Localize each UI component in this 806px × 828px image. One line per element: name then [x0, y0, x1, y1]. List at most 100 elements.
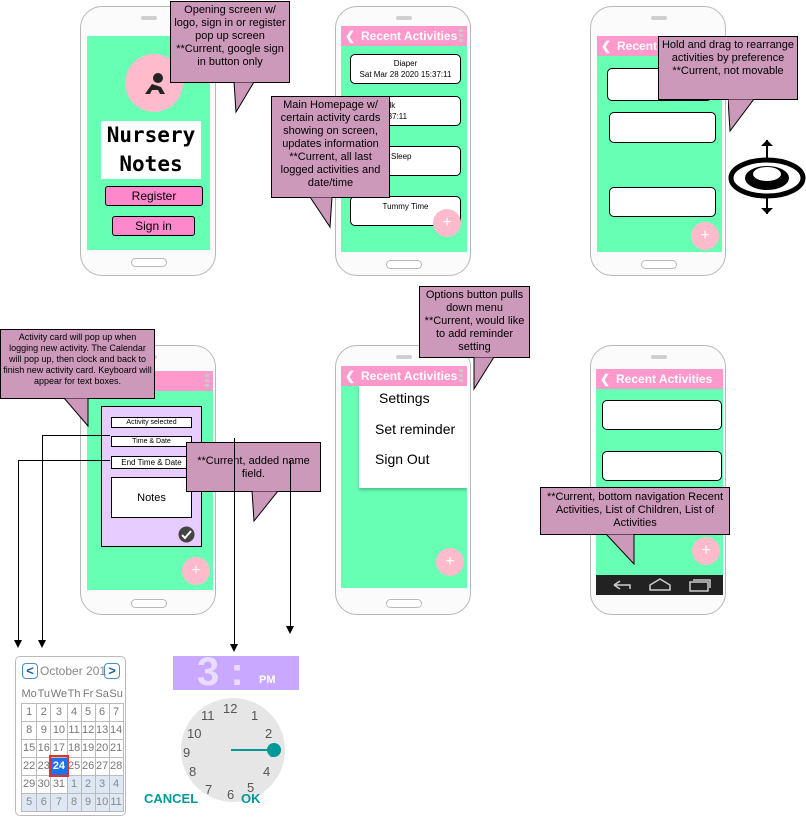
activity-card[interactable] [602, 400, 722, 430]
clock-number[interactable]: 11 [201, 708, 215, 723]
calendar-day[interactable]: 15 [20, 738, 38, 758]
calendar-day[interactable]: 23 [36, 756, 52, 776]
calendar-day[interactable]: 6 [94, 702, 110, 722]
calendar-day[interactable]: 31 [50, 774, 68, 794]
calendar-day-next-month[interactable]: 8 [66, 792, 82, 812]
calendar-day[interactable]: 5 [80, 702, 96, 722]
calendar-day[interactable]: 2 [36, 702, 52, 722]
clock-number[interactable]: 6 [227, 787, 235, 802]
add-activity-button[interactable]: + [182, 557, 210, 585]
calendar-day[interactable]: 19 [80, 738, 96, 758]
calendar-day-next-month[interactable]: 7 [50, 792, 68, 812]
calendar-day[interactable]: 28 [108, 756, 124, 776]
calendar-day-next-month[interactable]: 6 [36, 792, 52, 812]
prev-month-button[interactable]: < [22, 663, 38, 679]
clock-number[interactable]: 8 [189, 764, 197, 779]
next-month-button[interactable]: > [104, 663, 120, 679]
activity-card[interactable] [602, 451, 722, 481]
calendar-day[interactable]: 30 [36, 774, 52, 794]
clock-hand-knob[interactable] [267, 743, 281, 757]
calendar-day[interactable]: 11 [66, 720, 82, 740]
clock-number[interactable]: 12 [223, 701, 238, 716]
activity-card[interactable]: Diaper Sat Mar 28 2020 15:37:11 [350, 54, 461, 84]
options-menu-icon[interactable] [459, 29, 463, 42]
clock-number[interactable]: 2 [265, 726, 273, 741]
cancel-button[interactable]: CANCEL [144, 791, 199, 806]
calendar-day[interactable]: 9 [36, 720, 52, 740]
calendar-day[interactable]: 3 [50, 702, 68, 722]
connector-line [18, 460, 19, 640]
calendar-day[interactable]: 13 [94, 720, 110, 740]
recent-apps-icon[interactable] [688, 578, 712, 592]
options-menu-icon[interactable] [459, 369, 463, 382]
menu-item-set-reminder[interactable]: Set reminder [375, 421, 456, 437]
activity-card-title: Milk [381, 100, 460, 111]
calendar-day[interactable]: 7 [108, 702, 124, 722]
menu-item-sign-out[interactable]: Sign Out [375, 451, 430, 467]
calendar-day[interactable]: 27 [94, 756, 110, 776]
am-pm-indicator[interactable]: PM [259, 674, 276, 686]
calendar-day[interactable]: 14 [108, 720, 124, 740]
calendar-day[interactable]: 25 [66, 756, 82, 776]
add-activity-button[interactable]: + [433, 209, 461, 237]
calendar-day-next-month[interactable]: 4 [108, 774, 124, 794]
activity-selected-field[interactable]: Activity selected [111, 417, 192, 428]
calendar-day-next-month[interactable]: 10 [94, 792, 110, 812]
calendar-day-next-month[interactable]: 2 [80, 774, 96, 794]
calendar-day[interactable]: 12 [80, 720, 96, 740]
clock-number[interactable]: 4 [263, 764, 271, 779]
calendar-day[interactable]: 22 [20, 756, 38, 776]
calendar-day[interactable]: 18 [66, 738, 82, 758]
calendar-day[interactable]: 29 [20, 774, 38, 794]
menu-item-settings[interactable]: Settings [379, 390, 430, 406]
selected-time-display: 3 : 30 [197, 656, 244, 690]
add-activity-button[interactable]: + [692, 537, 720, 565]
phone-homepage: ❮ Recent Activities Diaper Sat Mar 28 20… [335, 6, 471, 276]
calendar-day[interactable]: 8 [20, 720, 38, 740]
activity-card[interactable] [609, 187, 716, 217]
register-button[interactable]: Register [105, 186, 203, 206]
calendar-day-selected[interactable]: 24 [48, 755, 70, 777]
back-arrow-icon[interactable] [610, 579, 634, 591]
back-chevron-icon[interactable]: ❮ [601, 39, 612, 53]
calendar-day-next-month[interactable]: 1 [66, 774, 82, 794]
notes-field[interactable]: Notes [111, 477, 192, 518]
clock-number[interactable]: 1 [251, 708, 259, 723]
opening-screen: Nursery Notes Register Sign in [87, 36, 210, 250]
calendar-day-next-month[interactable]: 3 [94, 774, 110, 794]
calendar-header: < October 201 > [20, 663, 121, 681]
calendar-day[interactable]: 1 [20, 702, 38, 722]
back-chevron-icon[interactable]: ❮ [600, 372, 611, 386]
calendar-grid: Mo Tu We Th Fr Sa Su 1 2 3 4 5 6 7 8 9 1… [20, 685, 124, 812]
clock-number[interactable]: 7 [205, 782, 213, 797]
calendar-day-next-month[interactable]: 5 [20, 792, 38, 812]
sign-in-button[interactable]: Sign in [112, 216, 195, 236]
calendar-day[interactable]: 10 [50, 720, 68, 740]
home-outline-icon[interactable] [648, 578, 672, 592]
speaker-slot [396, 355, 412, 359]
back-chevron-icon[interactable]: ❮ [345, 29, 356, 43]
speaker-slot [651, 16, 667, 20]
activity-card[interactable] [609, 112, 716, 143]
back-chevron-icon[interactable]: ❮ [345, 369, 356, 383]
calendar-day[interactable]: 20 [94, 738, 110, 758]
calendar-day[interactable]: 21 [108, 738, 124, 758]
time-date-field[interactable]: Time & Date [111, 436, 192, 447]
end-time-date-field[interactable]: End Time & Date [111, 456, 192, 469]
save-check-icon[interactable] [178, 526, 195, 543]
clock-number[interactable]: 9 [183, 745, 191, 760]
callout-pointer [605, 534, 635, 566]
calendar-day[interactable]: 17 [50, 738, 68, 758]
calendar-day[interactable]: 4 [66, 702, 82, 722]
calendar-day[interactable]: 26 [80, 756, 96, 776]
clock-number[interactable]: 5 [247, 780, 255, 795]
add-activity-button[interactable]: + [436, 548, 464, 576]
calendar-day-next-month[interactable]: 11 [108, 792, 124, 812]
calendar-day-next-month[interactable]: 9 [80, 792, 96, 812]
clock-face[interactable]: 12 1 2 3 4 5 6 7 8 9 10 11 [181, 698, 285, 802]
clock-number[interactable]: 10 [187, 726, 202, 741]
calendar-day[interactable]: 16 [36, 738, 52, 758]
add-activity-button[interactable]: + [691, 222, 719, 250]
ok-button[interactable]: OK [241, 791, 261, 806]
options-menu-icon[interactable] [205, 374, 209, 387]
